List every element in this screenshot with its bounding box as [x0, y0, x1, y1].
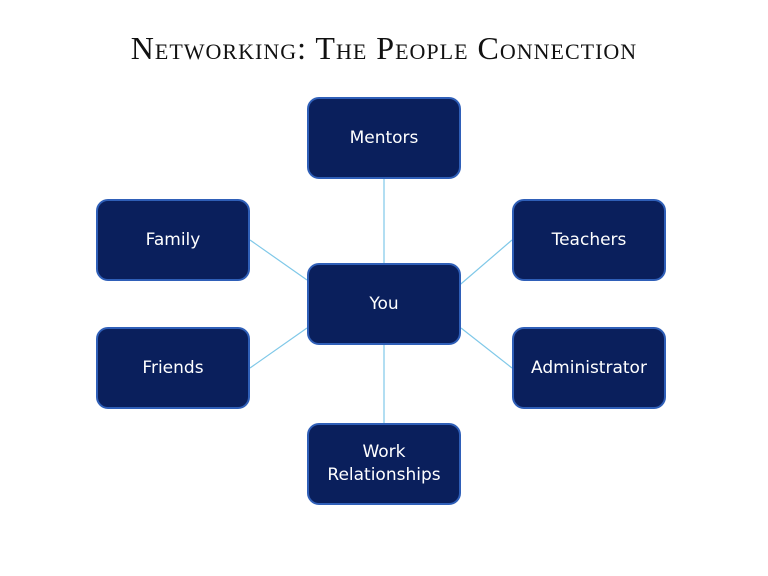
- node-teachers: Teachers: [512, 199, 666, 281]
- connector-you-administrator: [460, 327, 513, 369]
- node-family-label: Family: [145, 229, 201, 250]
- node-you-label: You: [369, 293, 399, 314]
- node-administrator: Administrator: [512, 327, 666, 409]
- node-work-relationships-label: Work Relationships: [327, 441, 440, 487]
- node-friends: Friends: [96, 327, 250, 409]
- node-friends-label: Friends: [142, 357, 204, 378]
- connector-you-friends: [249, 327, 308, 369]
- slide-title: Networking: The People Connection: [130, 30, 638, 66]
- node-mentors-label: Mentors: [349, 127, 419, 148]
- connector-you-teachers: [454, 239, 513, 290]
- node-family: Family: [96, 199, 250, 281]
- connector-you-family: [249, 239, 308, 281]
- node-you: You: [307, 263, 461, 345]
- node-work-line2: Relationships: [327, 465, 441, 485]
- node-administrator-label: Administrator: [531, 357, 647, 378]
- node-work-relationships: Work Relationships: [307, 423, 461, 505]
- node-teachers-label: Teachers: [551, 229, 627, 250]
- node-work-line1: Work: [362, 442, 406, 462]
- node-mentors: Mentors: [307, 97, 461, 179]
